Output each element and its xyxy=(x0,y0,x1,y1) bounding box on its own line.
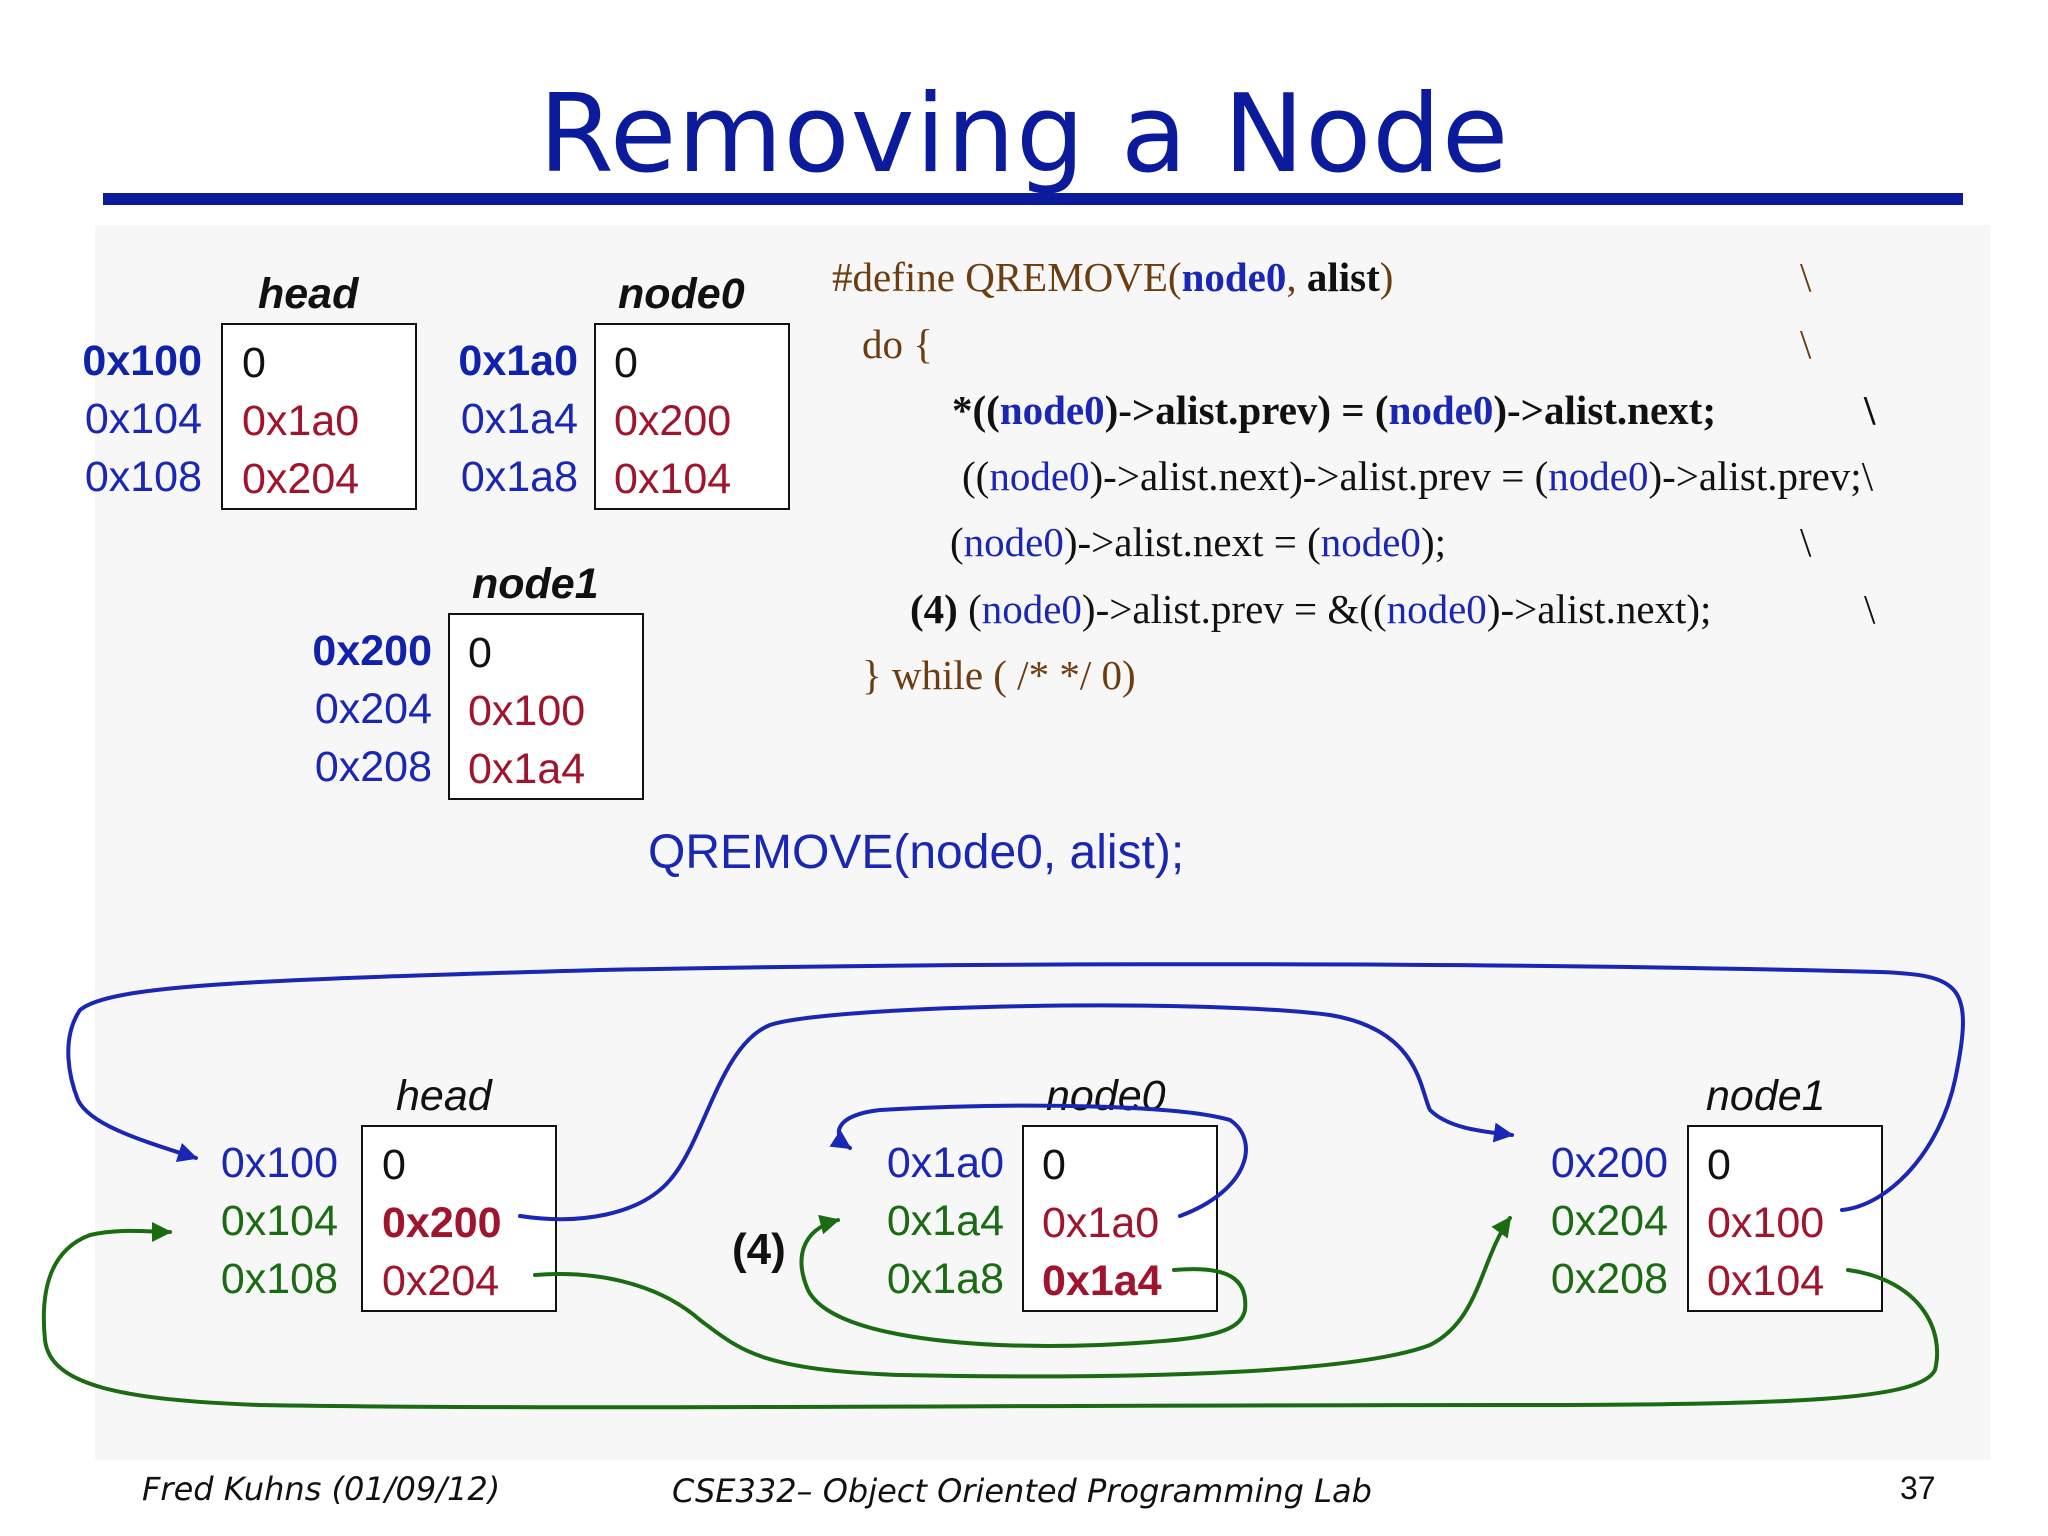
arrow-node1-prev-to-head xyxy=(41,1221,1940,1410)
top-node0-values: 0 0x200 0x104 xyxy=(614,334,731,508)
value: 0x204 xyxy=(382,1257,500,1305)
address: 0x104 xyxy=(84,395,202,443)
macro-call: QREMOVE(node0, alist); xyxy=(648,826,1185,879)
code-line-3: *((node0)->alist.prev) = (node0)->alist.… xyxy=(952,387,1716,433)
address: 0x1a0 xyxy=(458,337,578,385)
value: 0x1a0 xyxy=(242,397,360,445)
bottom-node0-box xyxy=(1022,1125,1218,1312)
address: 0x204 xyxy=(314,685,432,733)
top-node1-values: 0 0x100 0x1a4 xyxy=(468,624,585,798)
address: 0x1a8 xyxy=(460,453,578,501)
top-head-addresses: 0x100 0x104 0x108 xyxy=(70,332,202,506)
code-line-2: do { xyxy=(862,321,933,367)
value: 0x1a4 xyxy=(1042,1257,1162,1305)
bottom-node1-addresses: 0x200 0x204 0x208 xyxy=(1530,1134,1668,1308)
footer-author: Fred Kuhns (01/09/12) xyxy=(142,1470,501,1508)
value: 0x104 xyxy=(614,455,732,503)
top-head-label: head xyxy=(258,270,359,318)
address: 0x104 xyxy=(220,1197,338,1245)
value: 0 xyxy=(242,339,266,387)
bottom-head-addresses: 0x100 0x104 0x108 xyxy=(200,1134,338,1308)
value: 0 xyxy=(614,339,638,387)
step-4-marker: (4) xyxy=(732,1225,786,1274)
address: 0x208 xyxy=(1550,1255,1668,1303)
page-number: 37 xyxy=(1900,1470,1936,1506)
value: 0x200 xyxy=(382,1199,502,1247)
top-node1-label: node1 xyxy=(472,560,599,608)
address: 0x1a0 xyxy=(886,1139,1004,1187)
value: 0x204 xyxy=(242,455,360,503)
address: 0x108 xyxy=(84,453,202,501)
value: 0 xyxy=(382,1141,406,1189)
address: 0x108 xyxy=(220,1255,338,1303)
address: 0x208 xyxy=(314,743,432,791)
code-line-5: (node0)->alist.next = (node0); xyxy=(950,519,1446,565)
address: 0x1a4 xyxy=(460,395,578,443)
footer-course: CSE332– Object Oriented Programming Lab xyxy=(672,1472,1372,1510)
bottom-node1-label: node1 xyxy=(1706,1072,1826,1120)
bottom-node1-values: 0 0x100 0x104 xyxy=(1707,1136,1824,1310)
top-node0-box xyxy=(594,323,790,510)
value: 0x1a0 xyxy=(1042,1199,1160,1247)
arrow-node1-next-to-head xyxy=(66,962,1965,1212)
top-node1-addresses: 0x200 0x204 0x208 xyxy=(302,622,432,796)
step-number: (4) xyxy=(910,586,958,632)
bottom-head-values: 0 0x200 0x204 xyxy=(382,1136,502,1310)
arrow-node0-prev-self xyxy=(799,1214,1248,1348)
address: 0x1a8 xyxy=(886,1255,1004,1303)
address: 0x200 xyxy=(1550,1139,1668,1187)
address: 0x200 xyxy=(312,627,432,675)
address: 0x100 xyxy=(220,1139,338,1187)
bottom-node0-values: 0 0x1a0 0x1a4 xyxy=(1042,1136,1162,1310)
value: 0 xyxy=(1042,1141,1066,1189)
value: 0x1a4 xyxy=(468,745,586,793)
top-node1-box xyxy=(448,613,644,800)
code-line-1: #define QREMOVE(node0, alist) xyxy=(832,254,1394,300)
bottom-node0-addresses: 0x1a0 0x1a4 0x1a8 xyxy=(866,1134,1004,1308)
value: 0x100 xyxy=(468,687,586,735)
top-head-box xyxy=(221,323,417,510)
top-node0-addresses: 0x1a0 0x1a4 0x1a8 xyxy=(448,332,578,506)
value: 0x200 xyxy=(614,397,732,445)
code-line-7: } while ( /* */ 0) xyxy=(862,652,1136,698)
bottom-node0-label: node0 xyxy=(1046,1072,1166,1120)
code-line-6: (4) (node0)->alist.prev = &((node0)->ali… xyxy=(910,586,1712,632)
value: 0x100 xyxy=(1707,1199,1825,1247)
title-underline xyxy=(103,193,1963,205)
address: 0x100 xyxy=(82,337,202,385)
line-continuation: \ xyxy=(1800,321,1812,367)
arrow-node0-next-self xyxy=(829,1103,1248,1218)
line-continuation: \ xyxy=(1864,387,1876,433)
line-continuation: \ xyxy=(1800,519,1812,565)
bottom-head-label: head xyxy=(396,1072,492,1120)
address: 0x204 xyxy=(1550,1197,1668,1245)
arrow-head-next-to-node1 xyxy=(518,1003,1514,1222)
address: 0x1a4 xyxy=(886,1197,1004,1245)
line-continuation: \ xyxy=(1800,254,1812,300)
value: 0 xyxy=(1707,1141,1731,1189)
slide-title: Removing a Node xyxy=(538,72,1510,197)
code-line-4: ((node0)->alist.next)->alist.prev = (nod… xyxy=(962,453,1874,499)
bottom-node1-box xyxy=(1687,1125,1883,1312)
value: 0 xyxy=(468,629,492,677)
arrow-head-prev-to-node1 xyxy=(533,1216,1512,1379)
top-node0-label: node0 xyxy=(618,270,745,318)
value: 0x104 xyxy=(1707,1257,1825,1305)
top-head-values: 0 0x1a0 0x204 xyxy=(242,334,359,508)
line-continuation: \ xyxy=(1864,586,1876,632)
